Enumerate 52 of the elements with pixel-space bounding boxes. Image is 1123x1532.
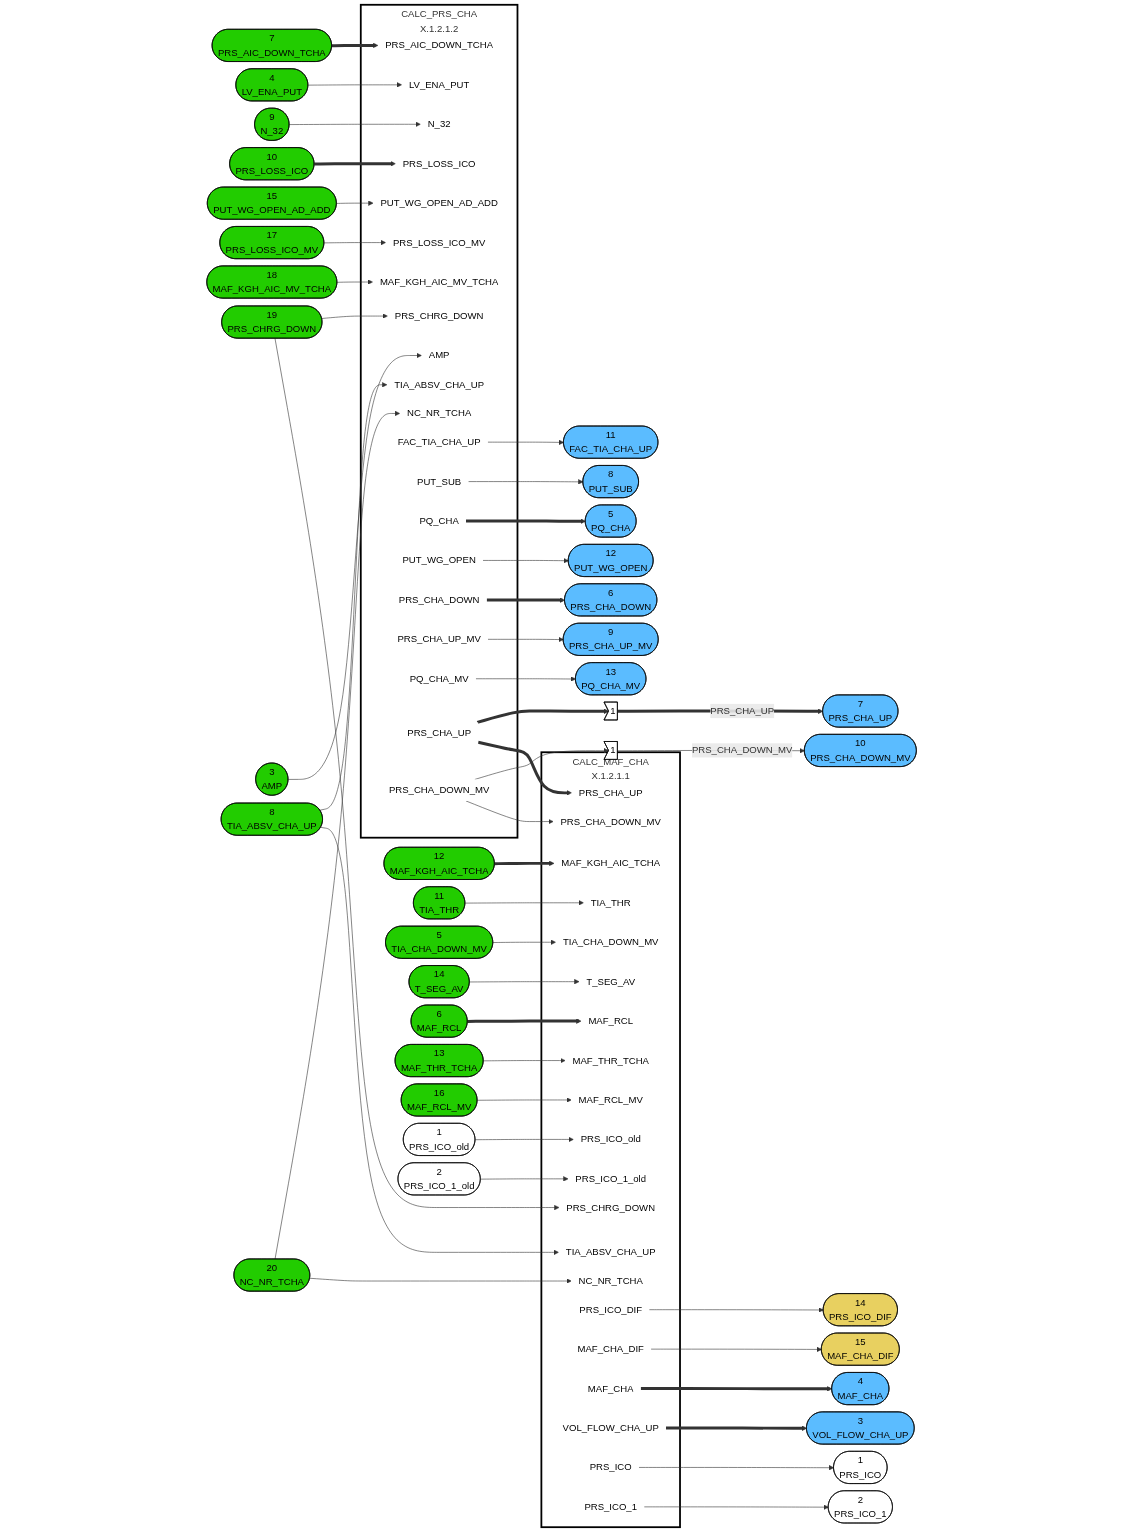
node-text: LV_ENA_PUT <box>408 79 470 90</box>
arrow <box>476 708 609 724</box>
arrow <box>331 42 379 49</box>
node-text: PRS_AIC_DOWN_TCHA <box>385 40 493 51</box>
node-text: PRS_LOSS_ICO_MV <box>392 237 486 248</box>
node-text: N_32 <box>427 118 451 130</box>
node-text: T_SEG_AV <box>586 976 635 987</box>
node-text: PRS_ICO <box>589 1462 632 1473</box>
edge-label: PRS_CHA_DOWN_MV <box>691 745 793 756</box>
node-text: PRS_CHA_DOWN_MV <box>388 784 490 795</box>
node-text: VOL_FLOW_CHA_UP <box>562 1422 659 1433</box>
node-text: PUT_WG_OPEN_AD_ADD <box>380 197 498 208</box>
node-text: TIA_CHA_DOWN_MV <box>562 936 659 948</box>
arrow <box>640 1386 833 1392</box>
node-text: PRS_LOSS_ICO <box>402 158 476 169</box>
node-text: MAF_KGH_AIC_MV_TCHA <box>379 276 499 287</box>
node-text: PRS_CHA_UP <box>407 727 471 738</box>
node-text: MAF_CHA <box>587 1383 634 1394</box>
node-text: PRS_CHA_UP_MV <box>397 633 481 645</box>
node-text: PQ_CHA_MV <box>409 673 469 684</box>
arrow <box>467 1018 582 1024</box>
node-text: MAF_KGH_AIC_TCHA <box>561 858 661 869</box>
node-text: TIA_THR <box>590 897 631 908</box>
arrow <box>477 740 572 796</box>
node-text: PRS_ICO_1_old <box>575 1173 646 1184</box>
node-text: MAF_RCL_MV <box>578 1094 643 1105</box>
arrow <box>314 161 396 167</box>
node-text: NC_NR_TCHA <box>406 408 472 419</box>
node-text: TIA_ABSV_CHA_UP <box>565 1246 656 1258</box>
node-text: PRS_CHRG_DOWN <box>394 310 484 321</box>
node-text: FAC_TIA_CHA_UP <box>397 436 481 447</box>
node-text: AMP <box>428 350 450 361</box>
node-text: PRS_ICO_1 <box>584 1501 637 1512</box>
edge-label: PRS_CHA_UP <box>710 705 774 716</box>
node-text: TIA_ABSV_CHA_UP <box>394 379 484 390</box>
node-text: PRS_CHA_UP <box>578 787 643 798</box>
node-text: NC_NR_TCHA <box>578 1275 643 1286</box>
node-text: PRS_CHA_DOWN_MV <box>560 816 661 827</box>
node-text: PQ_CHA <box>419 515 459 526</box>
arrow <box>486 597 565 603</box>
node-text: PUT_SUB <box>417 476 462 487</box>
node-text: MAF_RCL <box>588 1015 633 1026</box>
node-text: MAF_THR_TCHA <box>572 1055 649 1066</box>
node-text: MAF_CHA_DIF <box>577 1343 644 1354</box>
node-text: PRS_CHRG_DOWN <box>566 1202 655 1213</box>
node-text: PRS_CHA_DOWN <box>398 594 480 605</box>
node-text: PRS_ICO_DIF <box>579 1304 642 1315</box>
node-text: PUT_WG_OPEN <box>402 555 476 566</box>
node-text: PRS_ICO_old <box>580 1134 641 1145</box>
arrow <box>465 518 586 524</box>
arrow <box>665 1425 807 1431</box>
arrow <box>494 860 555 866</box>
